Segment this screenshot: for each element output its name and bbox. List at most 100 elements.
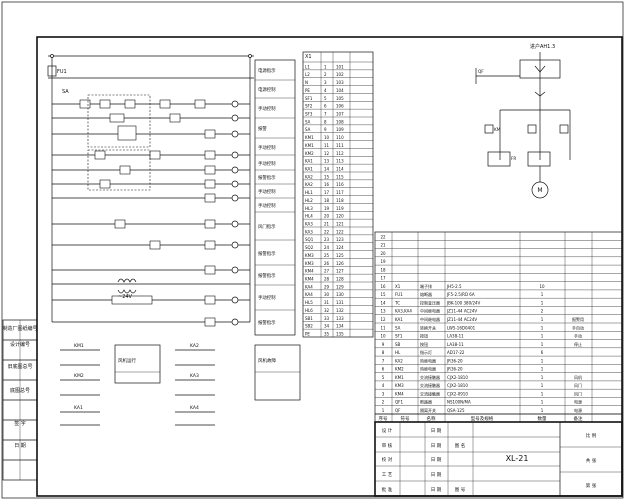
terminal-cell: 130 (336, 292, 344, 297)
terminal-cell: 131 (336, 300, 344, 305)
terminal-cell: KA4 (305, 284, 313, 289)
switch-label: SA (62, 89, 69, 95)
fn-label-9: 风门指示 (258, 223, 276, 230)
terminal-cell: 1 (324, 64, 327, 69)
bom-cell: 1 (541, 375, 544, 380)
bom-cell: 1 (541, 342, 544, 347)
bom-cell: JBK-100 380/24V (446, 300, 481, 305)
fn-label-6: 报警指示 (258, 174, 276, 181)
fn-label-7: 手动控制 (258, 188, 276, 195)
bom-cell: 交流接触器 (420, 390, 440, 396)
bom-cell: 15 (380, 292, 386, 297)
bom-cell: 11 (380, 325, 386, 330)
bom-cell: 8 (382, 350, 385, 355)
bom-cell: 4 (382, 383, 385, 388)
terminal-cell: KA1 (305, 159, 313, 164)
terminal-cell: 133 (336, 316, 344, 321)
bom-h-4: 数量 (538, 415, 547, 422)
terminal-cell: KA4 (305, 292, 313, 297)
terminal-cell: 30 (324, 292, 330, 297)
bom-cell: QF1 (395, 400, 403, 405)
terminal-cell: 6 (324, 104, 327, 109)
tb-mid-0: 日 期 (431, 428, 442, 434)
bom-cell: 中间继电器 (420, 308, 440, 314)
bom-cell: 报警用 (572, 316, 584, 322)
main-circuit-diagram: 进户AH1.3 QF KM FR M (475, 43, 571, 199)
bom-cell: 风机 (574, 374, 582, 380)
bom-cell: LW5-16D0401 (447, 325, 476, 330)
tb-right-1: 共 张 (586, 457, 597, 464)
terminal-cell: 5 (324, 96, 327, 101)
bom-cell: 1 (541, 367, 544, 372)
fn-label-12: 手动控制 (258, 294, 276, 301)
relay-label-3: KA2 (190, 343, 199, 349)
fn-label-0: 电源指示 (258, 67, 276, 74)
bom-cell: 手动 (574, 333, 582, 339)
strip-label-5: 日 期 (14, 443, 26, 449)
terminal-cell: 19 (324, 206, 330, 211)
terminal-cell: 103 (336, 80, 344, 85)
tb-no-cell: 图 号 (455, 487, 466, 493)
relay-label-5: KA4 (190, 405, 199, 411)
bom-h-2: 名称 (427, 415, 436, 422)
bom-cell: 1 (541, 300, 544, 305)
terminal-cell: 113 (336, 159, 344, 164)
terminal-cell: 125 (336, 253, 344, 258)
bom-cell: 1 (541, 408, 544, 413)
tb-row-2: 校 对 (382, 456, 393, 463)
left-record-strip: 制造厂图纸编号 设计编号 旧底图总号 底图总号 签 字 日 期 (2, 319, 38, 481)
bom-cell: 1 (541, 325, 544, 330)
terminal-cell: 115 (336, 174, 344, 179)
bom-cell: 停止 (574, 341, 582, 347)
terminal-cell: KM1 (305, 135, 314, 140)
terminal-cell: 24 (324, 245, 330, 250)
bom-cell: QSA-125 (447, 408, 465, 413)
bom-cell: 风门 (574, 382, 582, 388)
bom-cell: JR36-20 (446, 358, 463, 363)
bom-cell: 18 (380, 267, 386, 272)
strip-label-1: 设计编号 (10, 341, 30, 348)
bom-cell: NS100N/MA (447, 400, 471, 405)
tb-row-4: 批 准 (382, 486, 393, 493)
terminal-cell: SF2 (305, 104, 313, 109)
bom-cell: 手自动 (572, 324, 584, 330)
bom-cell: 隔离开关 (420, 407, 436, 413)
terminal-cell: 111 (336, 143, 344, 148)
terminal-cell: 32 (324, 308, 330, 313)
bom-cell: LA38-11 (447, 342, 464, 347)
terminal-cell: N (305, 80, 308, 85)
fn-label-10: 报警指示 (258, 250, 276, 257)
bom-cell: QF (395, 408, 401, 413)
terminal-cell: 25 (324, 253, 330, 258)
bom-cell: 按钮 (420, 341, 428, 347)
bom-cell: 1 (541, 292, 544, 297)
bom-cell: 7 (382, 358, 385, 363)
bom-cell: 控制变压器 (420, 299, 440, 305)
terminal-cell: 117 (336, 190, 344, 195)
terminal-cell: 15 (324, 174, 330, 179)
terminal-cell: 17 (324, 190, 330, 195)
terminal-cell: 4 (324, 88, 327, 93)
terminal-cell: 120 (336, 214, 344, 219)
bom-cell: SB (395, 342, 401, 347)
bom-cell: 1 (541, 383, 544, 388)
terminal-cell: 110 (336, 135, 344, 140)
relay-label-0: KM1 (74, 343, 84, 349)
terminal-cell: KA3 (305, 222, 313, 227)
relay-label-4: KA3 (190, 373, 199, 379)
terminal-cell: 26 (324, 261, 330, 266)
terminal-cell: HL6 (305, 308, 313, 313)
bom-cell: 14 (380, 300, 386, 305)
bom-cell: CJX2-1810 (447, 383, 468, 388)
bom-cell: 1 (541, 391, 544, 396)
bom-cell: 2 (541, 309, 544, 314)
terminal-cell: 106 (336, 104, 344, 109)
terminal-cell: SB2 (305, 324, 313, 329)
terminal-cell: 35 (324, 332, 330, 337)
tb-mid-4: 日 期 (431, 487, 442, 493)
terminal-cell: HL4 (305, 214, 313, 219)
terminal-cell: 108 (336, 119, 344, 124)
terminal-cell: 121 (336, 222, 344, 227)
